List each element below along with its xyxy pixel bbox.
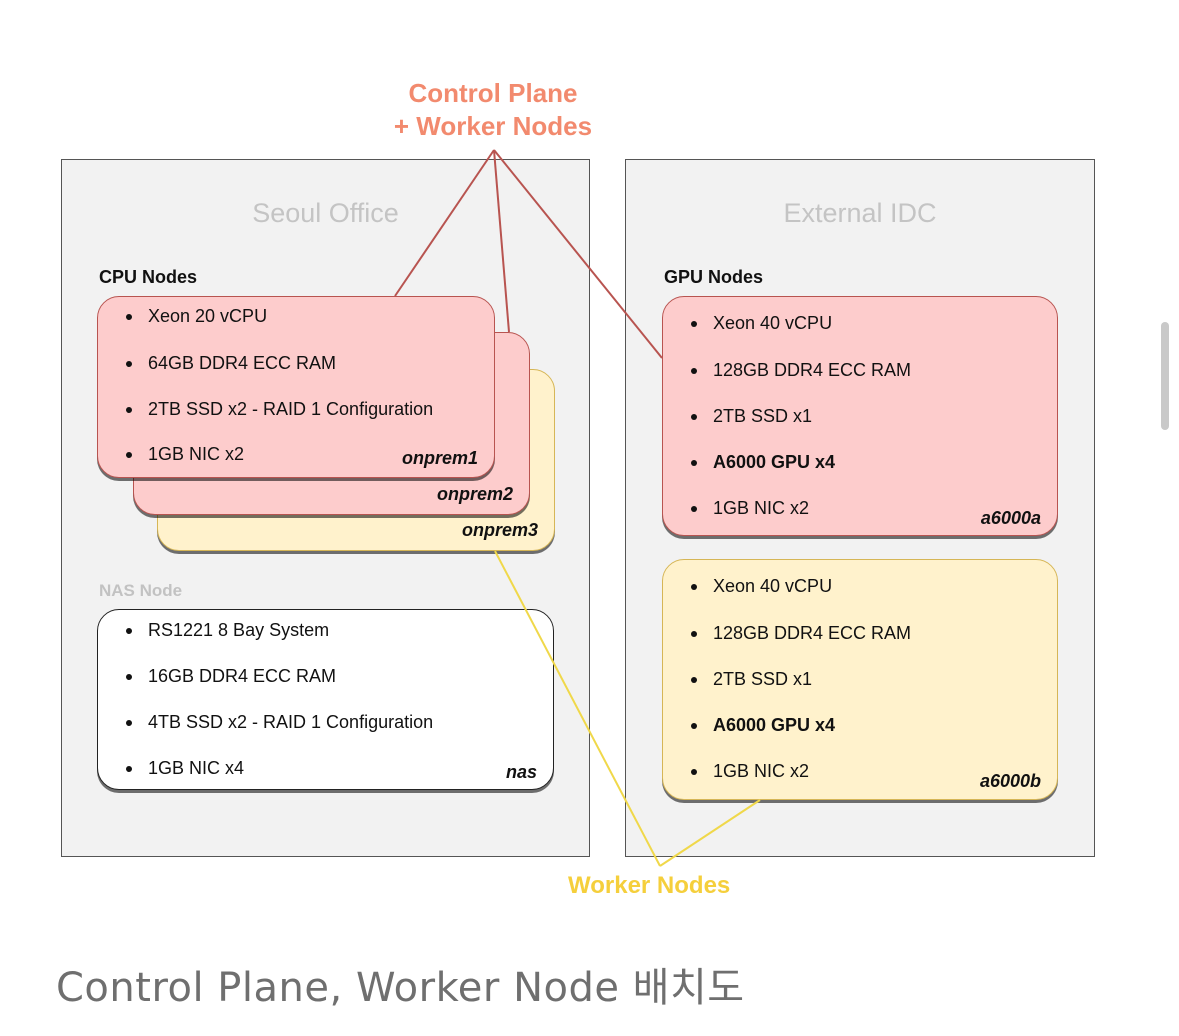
- connector-worker-a6000b: [659, 799, 761, 867]
- spec-item: Xeon 40 vCPU: [691, 313, 832, 334]
- node-name-a6000a: a6000a: [980, 508, 1041, 528]
- spec-item: A6000 GPU x4: [691, 452, 835, 473]
- spec-item: 1GB NIC x2: [691, 498, 809, 519]
- spec-item: 2TB SSD x2 - RAID 1 Configuration: [126, 399, 433, 420]
- spec-item: Xeon 40 vCPU: [691, 576, 832, 597]
- spec-item: 2TB SSD x1: [691, 669, 812, 690]
- control-plane-label-line2: + Worker Nodes: [393, 111, 593, 141]
- gpu-nodes-label: GPU Nodes: [664, 267, 764, 287]
- connector-control-onprem2: [493, 149, 510, 333]
- spec-item: 2TB SSD x1: [691, 406, 812, 427]
- spec-item: Xeon 20 vCPU: [126, 306, 267, 327]
- spec-item: 64GB DDR4 ECC RAM: [126, 353, 336, 374]
- node-card-nas: RS1221 8 Bay System 16GB DDR4 ECC RAM 4T…: [97, 609, 554, 790]
- spec-item: 1GB NIC x2: [691, 761, 809, 782]
- node-name-onprem3: onprem3: [461, 520, 538, 540]
- external-idc-title: External IDC: [783, 198, 937, 228]
- control-plane-label-line1: Control Plane: [408, 78, 578, 108]
- spec-item: 16GB DDR4 ECC RAM: [126, 666, 336, 687]
- worker-nodes-label: Worker Nodes: [568, 872, 731, 899]
- node-name-onprem1: onprem1: [401, 448, 478, 468]
- spec-item: 128GB DDR4 ECC RAM: [691, 360, 911, 381]
- connector-control-a6000a: [493, 149, 663, 359]
- spec-item: RS1221 8 Bay System: [126, 620, 329, 641]
- seoul-office-title: Seoul Office: [252, 198, 399, 228]
- node-name-nas: nas: [505, 762, 537, 782]
- spec-item: 1GB NIC x2: [126, 444, 244, 465]
- node-name-a6000b: a6000b: [979, 771, 1041, 791]
- node-card-a6000b: Xeon 40 vCPU 128GB DDR4 ECC RAM 2TB SSD …: [662, 559, 1058, 800]
- connector-worker-onprem3: [494, 550, 661, 867]
- nas-node-label: NAS Node: [99, 581, 183, 600]
- node-name-onprem2: onprem2: [436, 484, 513, 504]
- spec-item: 1GB NIC x4: [126, 758, 244, 779]
- connector-control-onprem1: [394, 149, 495, 297]
- node-card-onprem1: Xeon 20 vCPU 64GB DDR4 ECC RAM 2TB SSD x…: [97, 296, 495, 478]
- vertical-scrollbar[interactable]: [1161, 322, 1169, 430]
- figure-caption: Control Plane, Worker Node 배치도: [56, 965, 745, 1011]
- spec-item: A6000 GPU x4: [691, 715, 835, 736]
- spec-item: 4TB SSD x2 - RAID 1 Configuration: [126, 712, 433, 733]
- node-card-a6000a: Xeon 40 vCPU 128GB DDR4 ECC RAM 2TB SSD …: [662, 296, 1058, 536]
- cpu-nodes-label: CPU Nodes: [99, 267, 198, 287]
- spec-item: 128GB DDR4 ECC RAM: [691, 623, 911, 644]
